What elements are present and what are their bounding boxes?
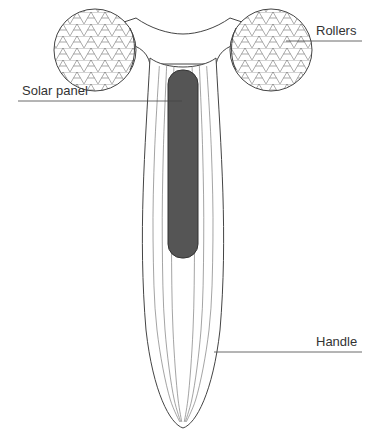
roller-texture [50,5,140,95]
handle-ridges [153,66,213,422]
part-label: Solar panel [22,83,88,98]
leader-line [18,101,182,102]
part-label: Rollers [316,23,356,38]
leader-line [286,41,362,42]
roller-yoke [118,18,248,64]
solar-panel [168,70,198,258]
roller-texture [226,5,316,95]
part-label: Handle [316,334,357,349]
leader-line [214,352,362,353]
handle-outline [142,58,223,428]
roller-inner-edge [130,28,236,70]
